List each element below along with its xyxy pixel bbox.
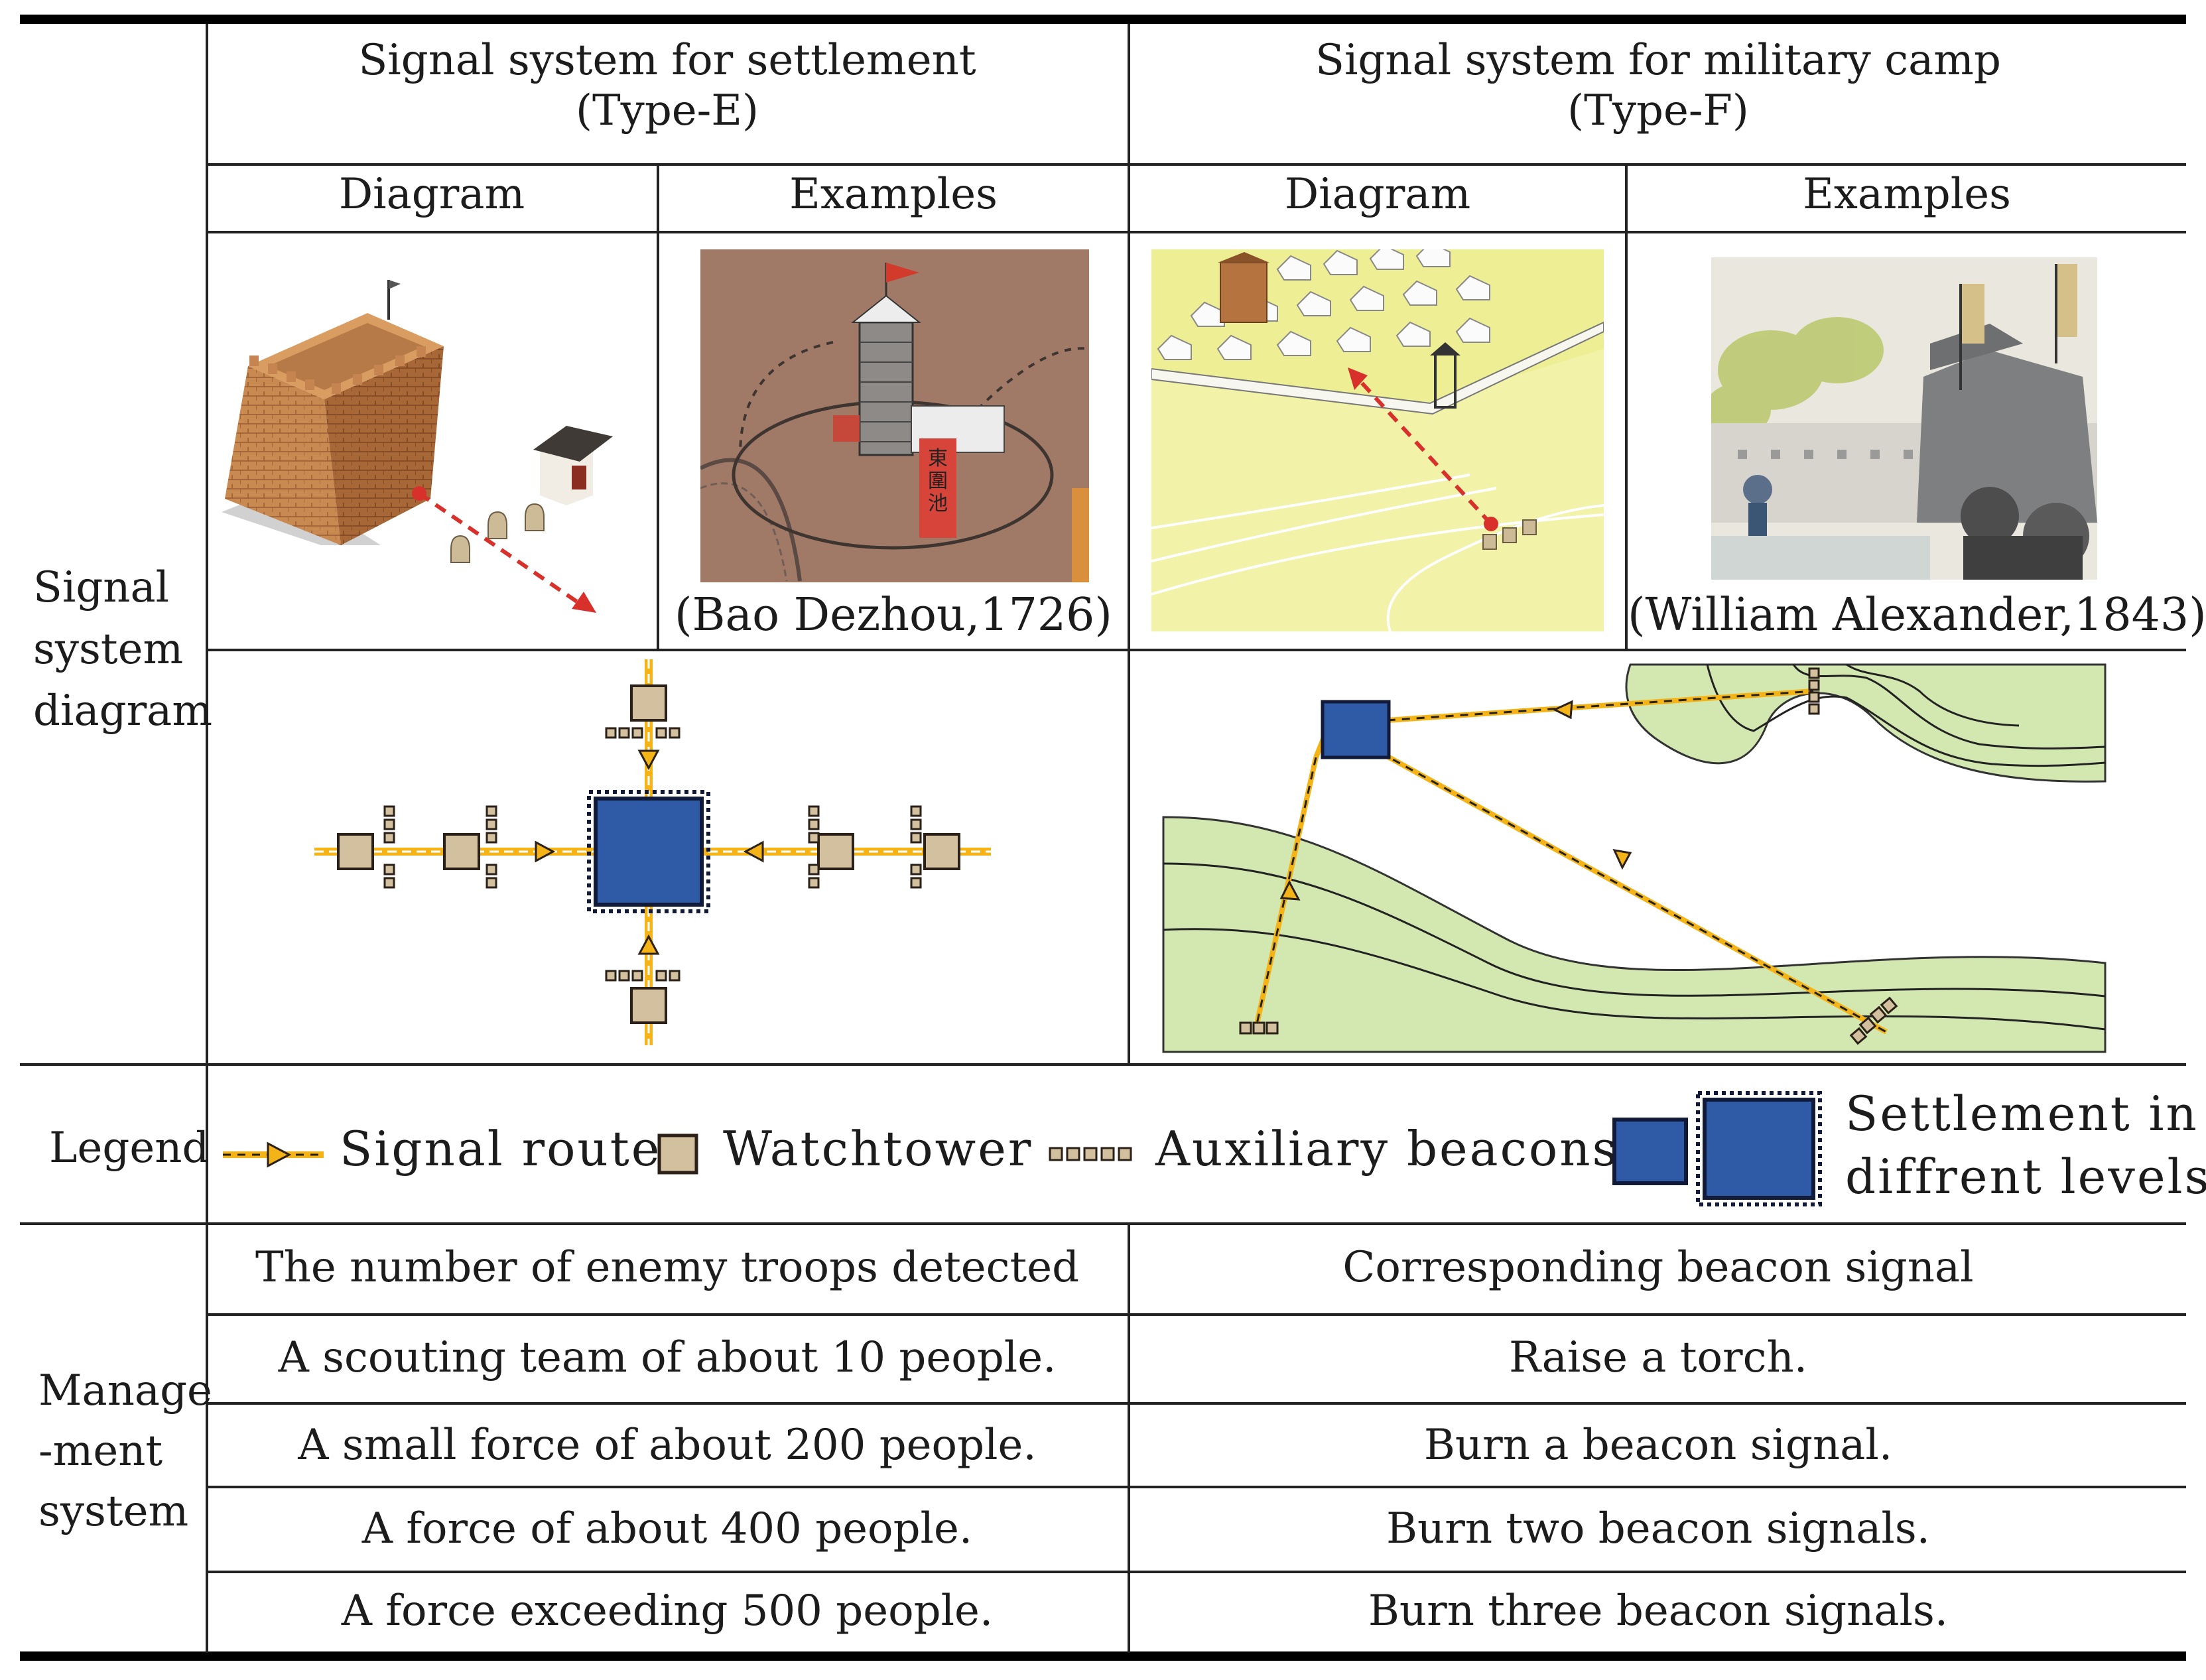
terrain-hill [1625, 663, 2107, 783]
grid-line [207, 1486, 2186, 1488]
grid-line [207, 1313, 2186, 1316]
legend-settlement-icons [1612, 1091, 1822, 1206]
mgmt-row-troops: A scouting team of about 10 people. [278, 1333, 1057, 1382]
grid-line [1625, 164, 1628, 650]
type-f-example-caption: (William Alexander,1843) [1628, 589, 2206, 641]
diagram-header-e: Diagram [338, 170, 525, 219]
examples-header-f: Examples [1803, 170, 2011, 219]
mgmt-row-signal: Burn two beacon signals. [1386, 1504, 1931, 1553]
type-f-camp-illustration [1151, 249, 1604, 631]
mgmt-header-troops: The number of enemy troops detected [255, 1243, 1080, 1292]
auxiliary-beacons [383, 727, 922, 982]
mgmt-row-signal: Raise a torch. [1508, 1333, 1808, 1382]
grid-line [207, 649, 2186, 651]
legend-signal-route-icon [223, 1141, 324, 1168]
type-e-example-caption: (Bao Dezhou,1726) [675, 589, 1112, 641]
grid-line [1128, 24, 1130, 1065]
type-e-example-map: 東圍池 [700, 249, 1089, 582]
route-arrow [1279, 700, 1632, 901]
grid-line [207, 1571, 2186, 1573]
type-e-title: Signal system for settlement (Type-E) [358, 36, 976, 135]
mgmt-row-signal: Burn three beacon signals. [1368, 1586, 1949, 1636]
legend-auxiliary-beacons-icon [1049, 1147, 1132, 1161]
type-e-tower-illustration [222, 280, 613, 613]
diagram-header-f: Diagram [1284, 170, 1471, 219]
auxiliary-beacons [1239, 667, 1898, 1045]
grid-line [207, 163, 2186, 166]
mgmt-row-troops: A force of about 400 people. [361, 1504, 973, 1553]
grid-line [1128, 1224, 1130, 1653]
tower-left-face [225, 366, 341, 545]
type-f-example-painting [1711, 257, 2097, 580]
mgmt-row-signal: Burn a beacon signal. [1423, 1421, 1893, 1470]
row-label-legend: Legend [49, 1124, 210, 1173]
grid-line [20, 1063, 2186, 1066]
row-label-signal-system: Signal system diagram [33, 563, 212, 736]
grid-line [20, 1222, 2186, 1225]
grid-line [207, 1402, 2186, 1405]
grid-line [657, 164, 659, 650]
red-arrow-head [572, 592, 596, 613]
bottom-border [20, 1651, 2186, 1661]
map-label-text: 東圍池 [928, 447, 948, 515]
legend-watchtower-icon [657, 1133, 698, 1175]
legend-signal-route-label: Signal route [340, 1121, 662, 1177]
type-f-network-diagram [1162, 663, 2107, 1053]
settlement-large [594, 797, 704, 907]
grid-line [207, 231, 2186, 233]
red-arrow-head [1348, 367, 1368, 390]
route-arrow [535, 749, 764, 955]
map-red-label [919, 438, 956, 538]
watchtower [337, 684, 960, 1024]
map-tower [858, 321, 914, 456]
settlement-small [1321, 700, 1391, 759]
row-label-management: Manage -ment system [38, 1366, 212, 1536]
mgmt-row-troops: A force exceeding 500 people. [341, 1586, 994, 1636]
legend-watchtower-label: Watchtower [723, 1121, 1033, 1177]
grid-line [206, 24, 208, 1653]
type-f-title: Signal system for military camp (Type-F) [1315, 36, 2001, 135]
top-border [20, 15, 2186, 24]
type-e-network-diagram [314, 659, 991, 1045]
legend-settlement-label: Settlement in diffrent levels [1845, 1086, 2206, 1205]
mgmt-row-troops: A small force of about 200 people. [298, 1421, 1037, 1470]
examples-header-e: Examples [789, 170, 998, 219]
legend-auxiliary-beacons-label: Auxiliary beacons [1155, 1121, 1619, 1177]
mgmt-header-signal: Corresponding beacon signal [1342, 1243, 1974, 1292]
